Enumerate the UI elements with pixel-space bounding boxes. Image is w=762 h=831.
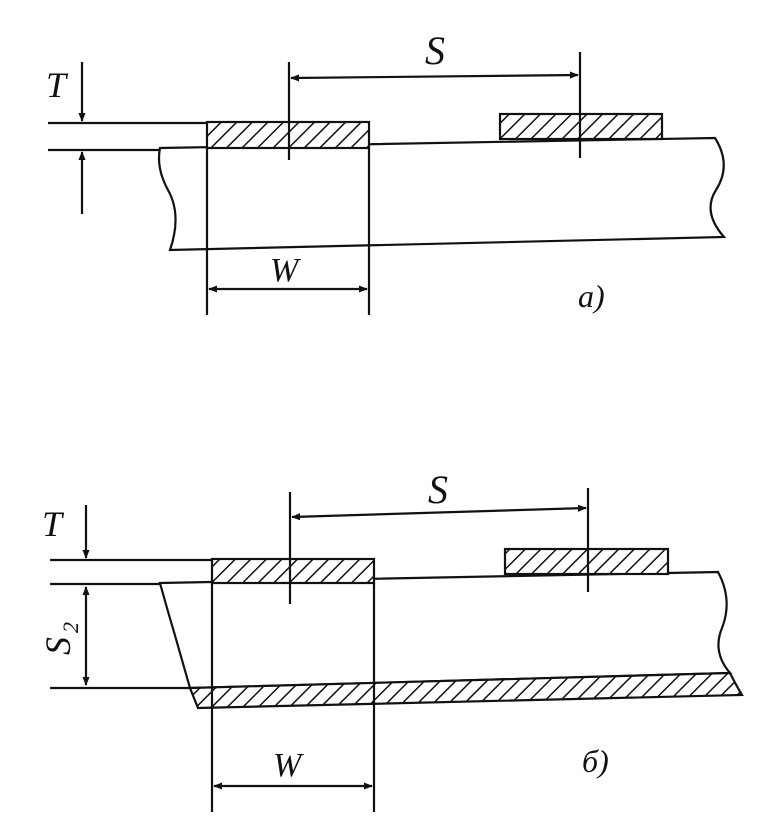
label-t-a: T xyxy=(46,65,69,105)
substrate-a xyxy=(157,136,727,252)
ground-plane-b xyxy=(188,671,744,710)
figure-a xyxy=(48,52,727,315)
s-dimension-arrow-a xyxy=(290,71,579,82)
label-t-b: T xyxy=(42,504,65,544)
label-s2-sub: 2 xyxy=(58,622,83,633)
substrate-b xyxy=(158,570,733,690)
conductor-right-b xyxy=(503,547,670,576)
figure-b xyxy=(50,488,744,812)
label-s2-b: S 2 xyxy=(38,622,83,655)
s-dimension-arrow-b xyxy=(291,504,587,521)
label-s-a: S xyxy=(425,28,445,73)
label-s2-main: S xyxy=(38,637,78,655)
caption-b: б) xyxy=(582,743,609,779)
caption-a: а) xyxy=(578,278,605,314)
conductor-left-b xyxy=(210,557,376,585)
label-s-b: S xyxy=(428,467,448,512)
label-w-a: W xyxy=(270,252,301,289)
label-w-b: W xyxy=(273,747,304,784)
